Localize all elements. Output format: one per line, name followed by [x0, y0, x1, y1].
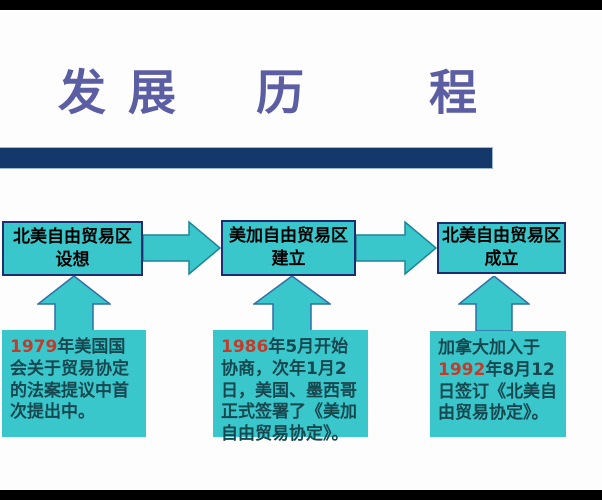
stage-line2: 建立	[271, 249, 306, 269]
stage-box-conception: 北美自由贸易区 设想	[2, 221, 143, 276]
note-box-1986: 1986年5月开始协商，次年1月2日，美国、墨西哥正式签署了《美加自由贸易协定》…	[213, 330, 368, 444]
title-char: 展	[128, 65, 177, 121]
stage-line1: 美加自由贸易区	[229, 226, 348, 247]
arrow-up-icon	[458, 276, 530, 332]
note-box-1992: 加拿大加入于1992年8月12日签订《北美自由贸易协定》。	[430, 331, 566, 437]
note-text: 加拿大加入于	[438, 338, 540, 358]
arrow-up-icon	[253, 276, 331, 332]
top-letterbox-bar	[0, 0, 602, 10]
stage-line1: 北美自由贸易区	[13, 226, 132, 247]
stage-box-nafta-founded: 北美自由贸易区 成立	[437, 222, 566, 274]
slide-title: 发 展 历 程	[58, 65, 478, 121]
note-text: 年美国国会关于贸易协定的法案提议中首次提出中。	[10, 337, 129, 423]
note-box-1979: 1979年美国国会关于贸易协定的法案提议中首次提出中。	[2, 330, 146, 437]
title-char: 程	[429, 65, 478, 121]
stage-line1: 北美自由贸易区	[442, 226, 561, 247]
title-char: 发	[58, 65, 107, 121]
bottom-letterbox-bar	[0, 490, 602, 500]
arrow-right-icon	[143, 220, 221, 276]
year-highlight: 1979	[10, 337, 58, 357]
note-text: 年5月开始协商，次年1月2日，美国、墨西哥正式签署了《美加自由贸易协定》。	[221, 337, 357, 444]
note-text: 年8月12日签订《北美自由贸易协定》。	[438, 359, 557, 424]
stage-line2: 设想	[55, 249, 90, 270]
year-highlight: 1986	[221, 337, 269, 357]
stage-box-us-canada-fta: 美加自由贸易区 建立	[221, 220, 356, 276]
arrow-right-icon	[356, 220, 437, 276]
year-highlight: 1992	[438, 359, 486, 380]
title-char: 历	[256, 65, 305, 121]
arrow-up-icon	[37, 276, 111, 332]
stage-line2: 成立	[484, 249, 519, 269]
title-underline-bar	[0, 147, 493, 169]
